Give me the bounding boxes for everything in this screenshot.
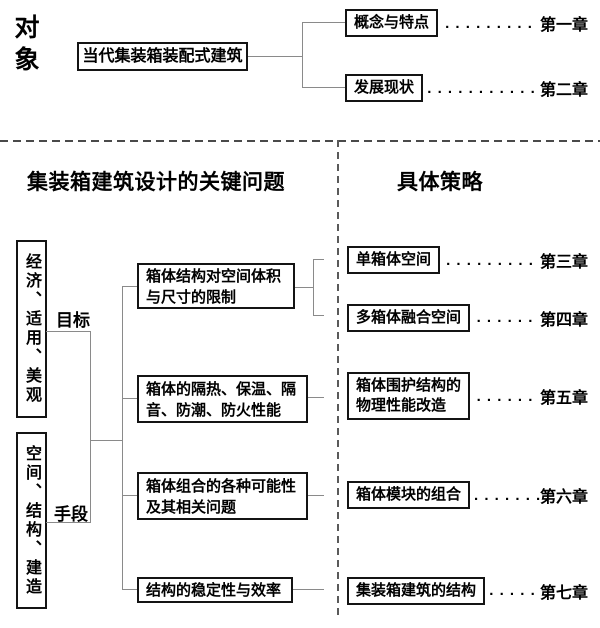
connector-branch-2 xyxy=(302,87,345,88)
section-divider-horizontal xyxy=(0,140,600,142)
chapter-row-3: 单箱体空间 . . . . . . . . . 第三章 xyxy=(347,246,588,274)
chapter-label-7: 第七章 xyxy=(539,584,588,602)
section-divider-vertical xyxy=(337,140,339,616)
chapter-row-2: 发展现状 . . . . . . . . . . . 第二章 xyxy=(345,73,588,103)
chapter-label-4: 第四章 xyxy=(539,311,588,329)
strategy-text: 单箱体空间 xyxy=(356,251,432,268)
connector-p1-stub-top xyxy=(313,259,324,260)
chapter-row-4: 多箱体融合空间 . . . . . . 第四章 xyxy=(347,303,588,332)
connector-p1-out xyxy=(295,287,313,288)
connector-p2-out xyxy=(308,397,324,398)
strategy-text: 物理性能改造 xyxy=(356,397,447,414)
connector-problem-4 xyxy=(122,589,137,590)
leader-dots: . . . . . . xyxy=(476,387,534,405)
root-box: 当代集装箱装配式建筑 xyxy=(77,42,248,71)
chapter-label-5: 第五章 xyxy=(539,390,588,407)
problem-text: 及其相关问题 xyxy=(146,499,237,516)
connector-branch-1 xyxy=(302,22,345,23)
problem-text: 结构的稳定性与效率 xyxy=(146,582,282,599)
strategy-box-5: 集装箱建筑的结构 xyxy=(347,576,486,605)
problem-box-4: 结构的稳定性与效率 xyxy=(137,577,293,603)
chapter-label-1: 第一章 xyxy=(539,17,588,34)
strategy-box-1: 单箱体空间 xyxy=(347,246,441,274)
connector-left-bracket xyxy=(90,331,91,523)
strategy-text: 箱体模块的组合 xyxy=(356,486,462,503)
strategy-box-4: 箱体模块的组合 xyxy=(347,481,471,509)
strategy-box-3: 箱体围护结构的 物理性能改造 xyxy=(347,372,471,420)
status-box: 发展现状 xyxy=(345,74,424,102)
connector-trunk xyxy=(122,286,123,590)
chapter-label-3: 第三章 xyxy=(539,254,588,271)
leader-dots: . . . . . . . . . xyxy=(445,14,533,32)
connector-p3-out xyxy=(308,495,324,496)
means-criteria-box: 空间、结构、建造 xyxy=(16,432,47,609)
connector-top-bracket xyxy=(302,22,303,88)
strategy-box-2: 多箱体融合空间 xyxy=(347,303,471,332)
problem-text: 箱体组合的各种可能性 xyxy=(146,478,297,495)
chapter-row-1: 概念与特点 . . . . . . . . . 第一章 xyxy=(345,8,588,38)
leader-dots: . . . . . . xyxy=(476,309,534,326)
connector-problem-2 xyxy=(122,398,137,399)
connector-bracket-to-trunk xyxy=(90,440,122,441)
problem-text: 音、防潮、防火性能 xyxy=(146,402,282,419)
problem-box-3: 箱体组合的各种可能性 及其相关问题 xyxy=(137,472,308,520)
strategy-text: 箱体围护结构的 xyxy=(356,377,462,394)
leader-dots: . . . . . . . . . xyxy=(446,251,534,269)
goal-criteria-box: 经济、适用、美观 xyxy=(16,240,47,418)
goal-label: 目标 xyxy=(56,311,90,330)
strategy-text: 集装箱建筑的结构 xyxy=(356,581,477,599)
connector-p1-bracket xyxy=(313,259,314,316)
connector-p1-stub-bottom xyxy=(313,315,324,316)
chapter-label-6: 第六章 xyxy=(539,489,588,506)
right-section-title: 具体策略 xyxy=(397,171,483,194)
strategy-text: 多箱体融合空间 xyxy=(356,308,462,326)
connector-problem-1 xyxy=(122,286,137,287)
connector-means xyxy=(46,522,90,523)
problem-box-2: 箱体的隔热、保温、隔 音、防潮、防火性能 xyxy=(137,375,308,423)
connector-problem-3 xyxy=(122,495,137,496)
chapter-row-6: 箱体模块的组合 . . . . . . . 第六章 xyxy=(347,481,588,509)
connector-root xyxy=(248,56,302,57)
problem-box-1: 箱体结构对空间体积 与尺寸的限制 xyxy=(137,263,295,309)
chapter-row-7: 集装箱建筑的结构 . . . . . 第七章 xyxy=(347,576,588,605)
object-label: 对象 xyxy=(11,14,39,78)
concept-box: 概念与特点 xyxy=(345,9,439,37)
connector-p4-out xyxy=(293,589,324,590)
leader-dots: . . . . . . . . . . . xyxy=(427,79,536,97)
connector-goal xyxy=(46,331,90,332)
means-label: 手段 xyxy=(54,505,88,524)
problem-text: 箱体的隔热、保温、隔 xyxy=(146,381,297,398)
chapter-row-5: 箱体围护结构的 物理性能改造 . . . . . . 第五章 xyxy=(347,372,588,420)
problem-text: 与尺寸的限制 xyxy=(146,289,237,306)
chapter-label-2: 第二章 xyxy=(539,82,588,99)
problem-text: 箱体结构对空间体积 xyxy=(146,268,282,285)
leader-dots: . . . . . . . xyxy=(474,486,540,504)
left-section-title: 集装箱建筑设计的关键问题 xyxy=(27,171,285,194)
leader-dots: . . . . . xyxy=(489,582,536,599)
